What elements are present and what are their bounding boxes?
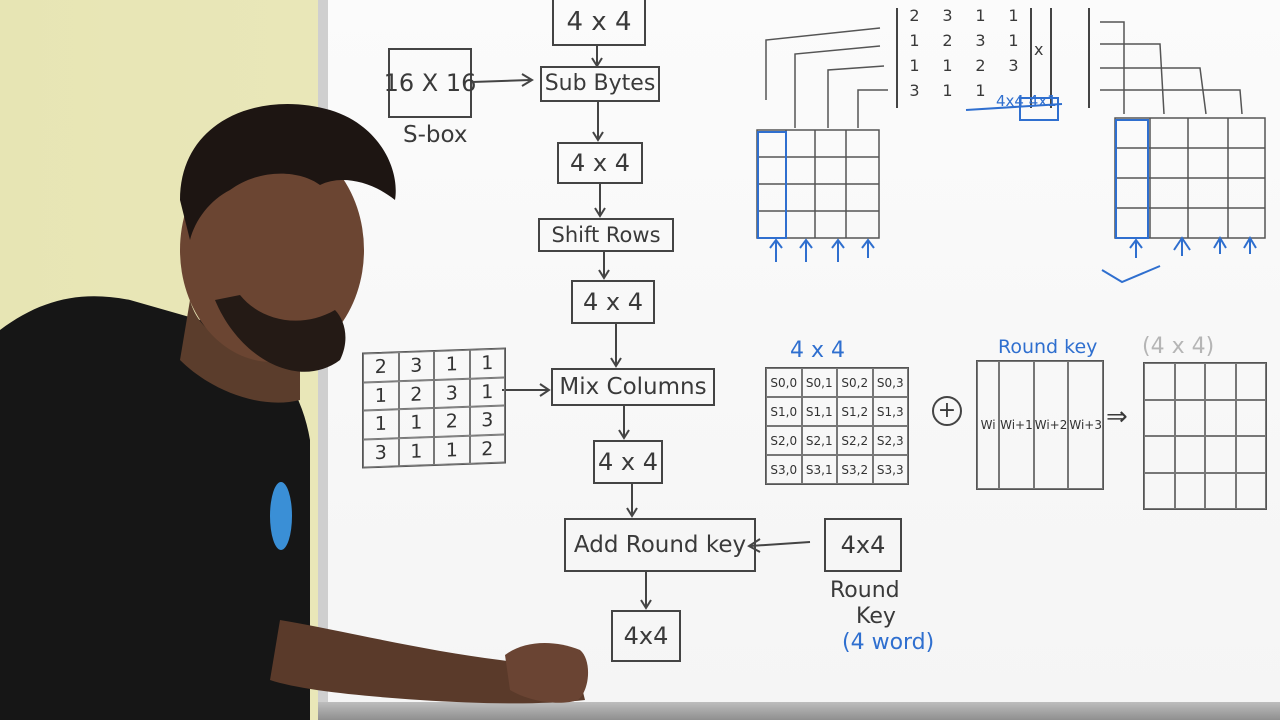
state-cell: S0,3	[872, 368, 908, 397]
result-cell	[1205, 399, 1236, 436]
state-cell: S2,1	[801, 426, 837, 455]
matrix-cell: 2	[975, 56, 986, 75]
round-key-words-grid: Wi Wi+1 Wi+2 Wi+3	[976, 360, 1104, 490]
state-cell: S2,3	[872, 426, 908, 455]
matrix-cell: 1	[942, 81, 953, 100]
presenter-hair	[180, 104, 396, 240]
state-cell: S0,0	[766, 368, 802, 397]
result-cell	[1205, 436, 1236, 473]
result-cell	[1174, 363, 1205, 400]
sub-bytes-box: Sub Bytes	[540, 66, 660, 102]
state-cell: S3,3	[872, 455, 908, 484]
matrix-cell: 1	[1008, 31, 1019, 50]
mix-columns-box: Mix Columns	[551, 368, 715, 406]
after-mix-box: 4 x 4	[593, 440, 663, 484]
word-cell: Wi+1	[999, 361, 1034, 489]
round-key-label-key: Key	[856, 604, 896, 629]
plus-symbol: +	[937, 398, 957, 423]
state-cell: S0,2	[837, 368, 873, 397]
implies-arrow: ⇒	[1106, 402, 1128, 432]
round-key-words-label: (4 word)	[842, 630, 935, 655]
column-vector	[1050, 8, 1090, 108]
result-cell	[1144, 472, 1175, 509]
state-cell: S3,2	[837, 455, 873, 484]
top-state-box: 4 x 4	[552, 0, 646, 46]
sbox-label: S-box	[403, 122, 468, 148]
shift-rows-box: Shift Rows	[538, 218, 674, 252]
word-cell: Wi	[977, 361, 1000, 489]
sbox-box: 16 X 16	[384, 48, 476, 118]
top-matrix: 2 3 1 1 1 2 3 1 1 1 2 3 3 1 1	[896, 8, 1032, 108]
state-cell: S3,0	[766, 455, 802, 484]
state-cell: S1,3	[872, 397, 908, 426]
result-cell	[1235, 363, 1266, 400]
presenter-beard	[215, 295, 346, 372]
presenter-arm	[270, 620, 585, 704]
result-cell	[1235, 399, 1266, 436]
word-cell: Wi+3	[1068, 361, 1103, 489]
state-cell: S1,1	[801, 397, 837, 426]
output-state-box: 4x4	[611, 610, 681, 662]
state-matrix: S0,0 S0,1 S0,2 S0,3 S1,0 S1,1 S1,2 S1,3 …	[765, 367, 909, 485]
round-key-title: Round key	[998, 336, 1098, 358]
state-cell: S0,1	[801, 368, 837, 397]
result-title: (4 x 4)	[1142, 334, 1215, 359]
round-key-label-round: Round	[830, 578, 900, 603]
result-cell	[1144, 363, 1175, 400]
result-cell	[1205, 472, 1236, 509]
presenter-hand	[505, 643, 589, 703]
after-shift-box: 4 x 4	[571, 280, 655, 324]
result-cell	[1174, 436, 1205, 473]
shirt-badge	[270, 482, 292, 550]
state-cell: S2,0	[766, 426, 802, 455]
matrix-cell: 1	[909, 31, 920, 50]
matrix-cell: 3	[909, 81, 920, 100]
word-cell: Wi+2	[1033, 361, 1069, 489]
state-cell: S1,2	[837, 397, 873, 426]
after-sub-box: 4 x 4	[557, 142, 643, 184]
presenter-torso	[0, 296, 310, 720]
matrix-cell: 1	[975, 6, 986, 25]
state-cell: S3,1	[801, 455, 837, 484]
matrix-cell: 3	[975, 31, 986, 50]
whiteboard	[328, 0, 1280, 702]
multiply-sign: x	[1034, 40, 1044, 59]
result-matrix	[1143, 362, 1267, 510]
matrix-cell: 2	[909, 6, 920, 25]
result-cell	[1205, 363, 1236, 400]
matrix-cell: 2	[942, 31, 953, 50]
state-title: 4 x 4	[790, 338, 845, 363]
matrix-cell: 3	[1008, 56, 1019, 75]
state-cell: S1,0	[766, 397, 802, 426]
matrix-cell: 1	[909, 56, 920, 75]
result-cell	[1144, 436, 1175, 473]
xor-plus-icon: +	[932, 396, 962, 426]
state-cell: S2,2	[837, 426, 873, 455]
matrix-cell: 3	[942, 6, 953, 25]
round-key-box: 4x4	[824, 518, 902, 572]
matrix-cell: 1	[942, 56, 953, 75]
result-cell	[1235, 472, 1266, 509]
result-cell	[1174, 399, 1205, 436]
result-cell	[1144, 399, 1175, 436]
result-cell	[1235, 436, 1266, 473]
whiteboard-tray	[318, 702, 1280, 720]
matrix-cell: 1	[1008, 6, 1019, 25]
result-cell	[1174, 472, 1205, 509]
matrix-cell: 1	[975, 81, 986, 100]
